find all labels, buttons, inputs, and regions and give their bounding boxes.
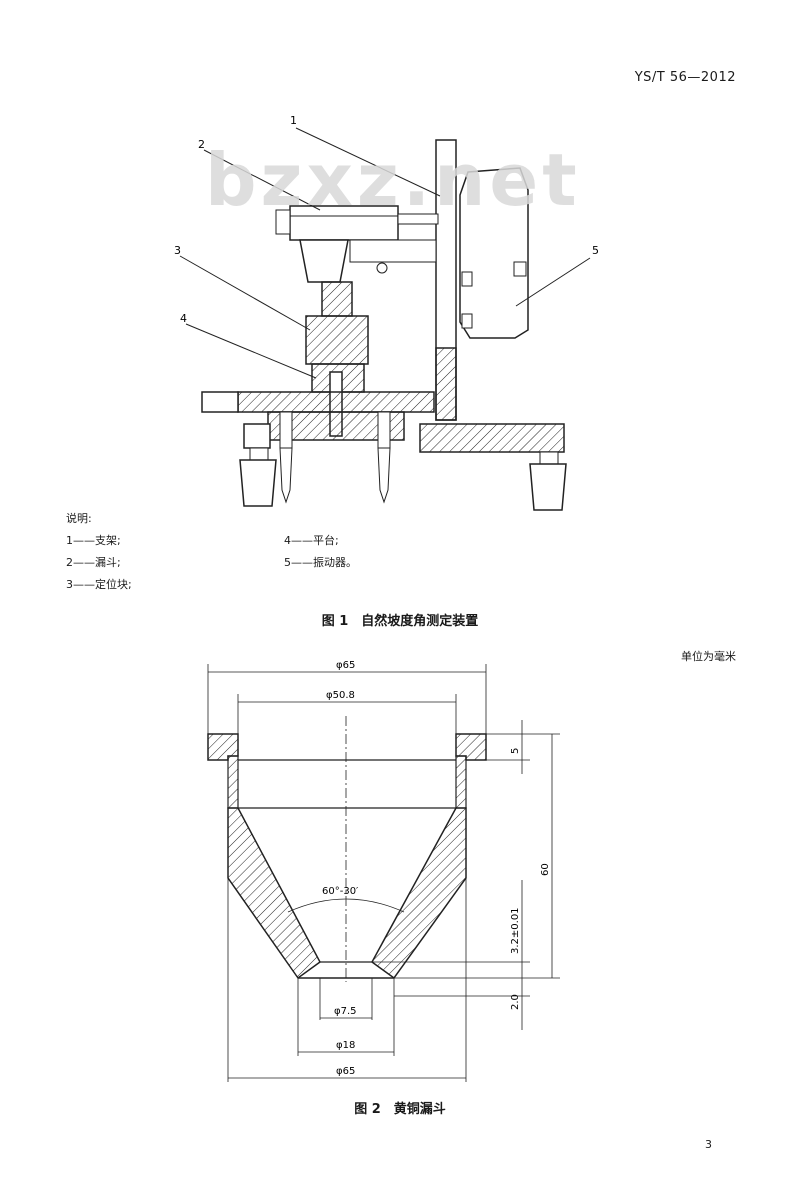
callout-1: 1	[290, 114, 297, 127]
positioning-block	[305, 315, 369, 365]
dim-tip-diameter: φ18	[336, 1040, 355, 1051]
legend-item-3: 3——定位块;	[66, 578, 132, 591]
standard-code: YS/T 56—2012	[634, 70, 736, 85]
figure2-drawing: φ65 φ50.8 60°-30′ φ7.5 φ18 φ65 5 60 3.2±…	[207, 660, 560, 1082]
figure1-drawing: 1 2 3 4 5	[174, 114, 599, 511]
support-post-hatch	[435, 347, 457, 421]
legend-item-1: 1——支架;	[66, 534, 121, 547]
page-number: 3	[705, 1138, 712, 1151]
dim-tip-height: 2.0	[510, 994, 521, 1010]
callout-2: 2	[198, 138, 205, 151]
unit-note: 单位为毫米	[681, 650, 736, 663]
platform	[237, 391, 435, 413]
funnel-wall-right	[455, 755, 467, 809]
funnel-cone-right	[371, 807, 467, 980]
figure1-caption: 图 1 自然坡度角测定装置	[321, 614, 479, 629]
figure2-caption: 图 2 黄铜漏斗	[354, 1102, 446, 1117]
dim-orifice-diameter: φ7.5	[334, 1006, 357, 1017]
dim-total-height: 60	[540, 863, 551, 876]
vibrator-clamp-1	[461, 271, 473, 287]
callout-3: 3	[174, 244, 181, 257]
vibrator-body	[459, 167, 529, 339]
legend-item-4: 4——平台;	[284, 534, 339, 547]
vibrator-clamp-2	[461, 313, 473, 329]
funnel-wall-left	[227, 755, 239, 809]
watermark: bzxz.net	[205, 138, 581, 222]
dim-rim-height: 5	[510, 748, 521, 754]
funnel-cone-left	[227, 807, 321, 980]
holder-arm	[349, 239, 437, 263]
base	[419, 423, 565, 453]
legend-title: 说明:	[66, 512, 92, 525]
dim-bottom-width: φ65	[336, 1066, 355, 1077]
legend-item-2: 2——漏斗;	[66, 556, 121, 569]
dim-cone-angle: 60°-30′	[322, 886, 359, 897]
callout-5: 5	[592, 244, 599, 257]
legend-item-5: 5——振动器。	[284, 556, 357, 569]
funnel	[299, 239, 349, 283]
funnel-holder	[289, 205, 399, 241]
vibrator-knob	[513, 261, 527, 277]
dim-orifice-length: 3.2±0.01	[510, 907, 521, 954]
dim-outer-top-diameter: φ65	[336, 660, 355, 671]
positioning-block-top	[321, 281, 353, 317]
dim-inner-top-diameter: φ50.8	[326, 690, 355, 701]
holder-bar	[397, 213, 439, 225]
callout-4: 4	[180, 312, 187, 325]
